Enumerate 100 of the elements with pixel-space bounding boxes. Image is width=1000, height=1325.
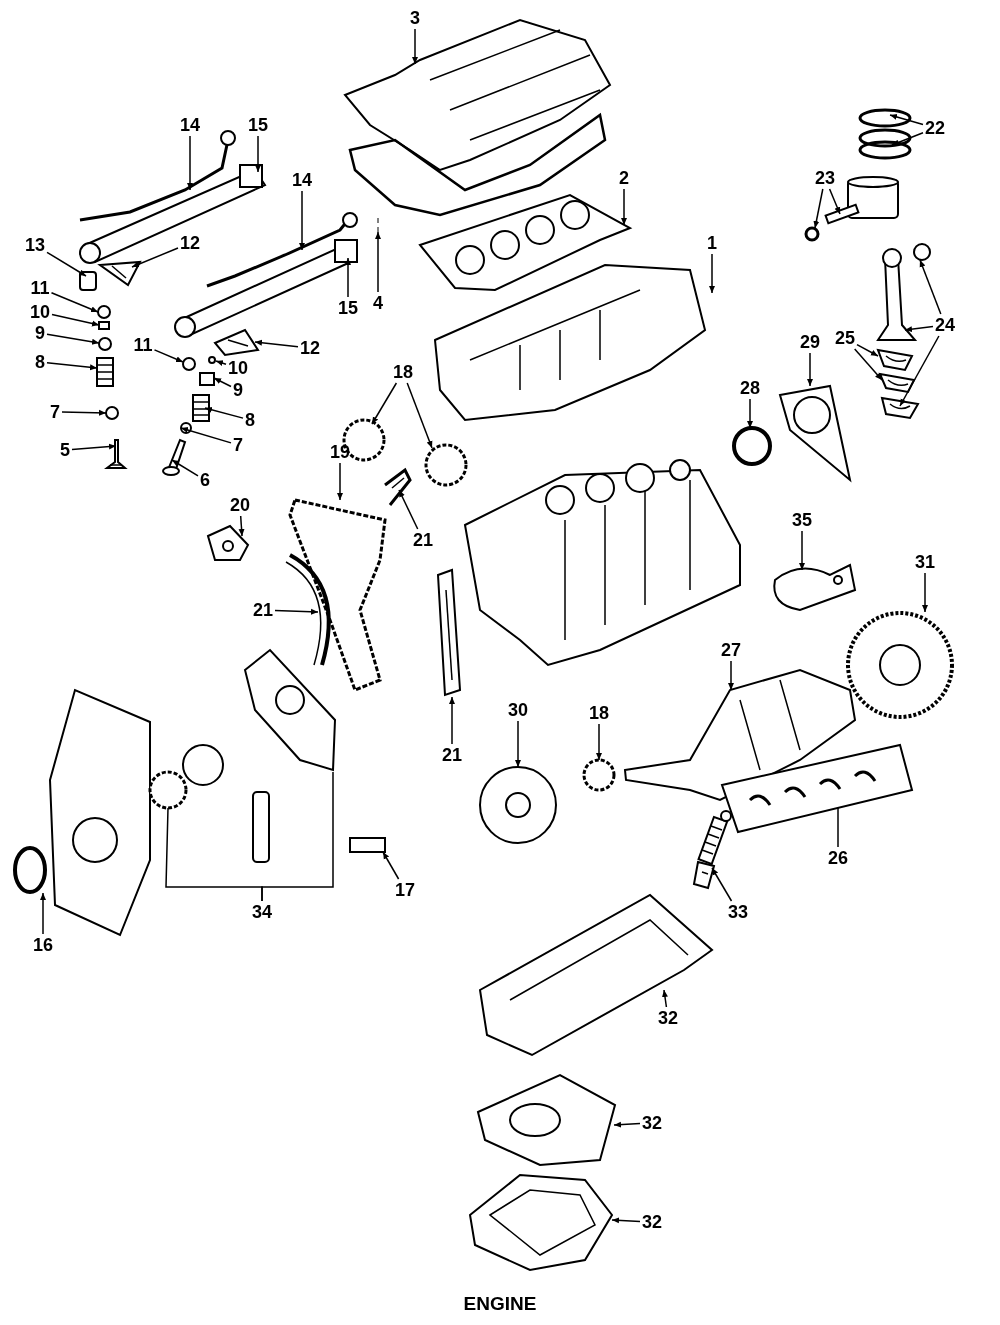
- callout-number: 12: [300, 339, 320, 357]
- bushing-drawing: [913, 243, 931, 261]
- sprocket-drawing: [582, 758, 616, 792]
- timing-chain-drawing: [288, 498, 387, 692]
- leader-line: [406, 382, 433, 449]
- callout-number: 24: [935, 316, 955, 334]
- leader-line: [709, 253, 715, 294]
- callout-number: 14: [292, 171, 312, 189]
- callout-number: 11: [30, 279, 50, 297]
- valve-seal-drawing: [105, 406, 119, 420]
- callout-number: 11: [133, 336, 153, 354]
- callout-number: 27: [721, 641, 741, 659]
- callout-number: 15: [338, 299, 358, 317]
- leader-line: [46, 333, 100, 345]
- leader-line: [747, 398, 753, 429]
- leader-line: [889, 114, 924, 126]
- leader-line: [171, 459, 199, 477]
- chain-guide-drawing: [436, 568, 462, 697]
- callout-number: 33: [728, 903, 748, 921]
- leader-line: [131, 247, 179, 268]
- leader-line: [215, 360, 227, 366]
- leader-line: [596, 723, 602, 761]
- oil-pipe-drawing: [79, 130, 236, 222]
- leader-line: [255, 135, 261, 173]
- camshaft-drawing: [79, 164, 267, 264]
- valve-collet-drawing: [98, 321, 110, 330]
- oil-seal-drawing: [13, 846, 47, 894]
- connecting-rod-drawing: [876, 248, 918, 341]
- callout-number: 21: [253, 601, 273, 619]
- leader-line: [371, 382, 398, 425]
- leader-line: [515, 720, 521, 768]
- diagram-title: ENGINE: [463, 1293, 537, 1314]
- oil-pressure-switch-drawing: [349, 837, 386, 853]
- leader-line: [412, 28, 418, 65]
- oil-pan-drawing: [478, 893, 714, 1057]
- oil-seal-drawing: [732, 426, 772, 466]
- valve-drawing: [104, 439, 128, 469]
- leader-line: [813, 188, 824, 229]
- valve-spring-drawing: [96, 357, 114, 387]
- leader-line: [299, 190, 305, 251]
- callout-number: 32: [658, 1009, 678, 1027]
- piston-ring-drawing: [858, 108, 912, 128]
- spring-retainer-drawing: [199, 372, 215, 386]
- seal-retainer-drawing: [778, 384, 852, 483]
- callout-number: 10: [30, 303, 50, 321]
- callout-number: 31: [915, 553, 935, 571]
- snap-ring-drawing: [804, 226, 820, 242]
- callout-number: 8: [35, 353, 45, 371]
- callout-number: 21: [413, 531, 433, 549]
- valve-collet-drawing: [208, 356, 216, 364]
- leader-line: [837, 807, 839, 848]
- leader-line: [613, 1121, 641, 1128]
- oil-pump-drawing: [243, 648, 336, 772]
- lower-oil-pan-drawing: [468, 1173, 614, 1272]
- bearing-shell-drawing: [878, 372, 916, 394]
- callout-number: 1: [707, 234, 717, 252]
- oil-baffle-drawing: [773, 564, 856, 611]
- valve-cap-drawing: [97, 305, 111, 319]
- rocker-arm-drawing: [213, 328, 260, 357]
- leader-line: [261, 771, 334, 902]
- piston-ring-drawing: [858, 128, 912, 160]
- callout-number: 29: [800, 333, 820, 351]
- callout-number: 8: [245, 411, 255, 429]
- leader-line: [40, 892, 46, 935]
- sprocket-drawing: [424, 443, 468, 487]
- callout-number: 13: [25, 236, 45, 254]
- bearing-cap-drawing: [880, 396, 920, 420]
- valve-drawing: [162, 438, 187, 476]
- callout-number: 28: [740, 379, 760, 397]
- oil-level-gauge-drawing: [692, 810, 732, 890]
- valve-cover-gasket-drawing: [348, 112, 607, 233]
- callout-number: 5: [60, 441, 70, 459]
- leader-line: [611, 1217, 641, 1224]
- leader-line: [180, 427, 232, 444]
- leader-line: [61, 409, 107, 416]
- callout-number: 10: [228, 359, 248, 377]
- callout-number: 9: [233, 381, 243, 399]
- chain-tensioner-drawing: [206, 524, 250, 561]
- leader-line: [711, 867, 733, 902]
- leader-line: [449, 696, 455, 745]
- leader-line: [807, 352, 813, 387]
- leader-line: [922, 572, 928, 613]
- leader-line: [46, 361, 98, 371]
- crankshaft-drawing: [623, 668, 857, 802]
- callout-number: 15: [248, 116, 268, 134]
- valve-seal-drawing: [180, 422, 192, 434]
- chain-guide-drawing: [285, 553, 331, 666]
- callout-number: 22: [925, 119, 945, 137]
- valve-lifter-drawing: [79, 271, 97, 291]
- leader-line: [187, 135, 193, 191]
- leader-line: [254, 339, 299, 348]
- callout-number: 12: [180, 234, 200, 252]
- main-bearing-set-drawing: [720, 743, 914, 834]
- leader-line: [728, 660, 734, 691]
- callout-number: 18: [393, 363, 413, 381]
- leader-line: [153, 349, 184, 363]
- callout-number: 7: [233, 436, 243, 454]
- leader-line: [51, 313, 100, 327]
- leader-line: [382, 851, 400, 880]
- bearing-shell-drawing: [876, 348, 914, 372]
